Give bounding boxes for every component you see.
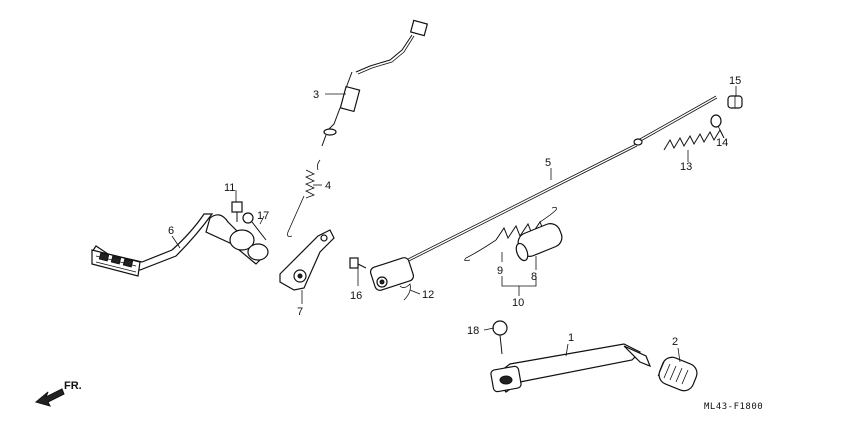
leader-lines bbox=[171, 86, 737, 363]
callout-16: 16 bbox=[350, 290, 362, 302]
diagram-code: ML43-F1800 bbox=[704, 402, 763, 412]
shift-rod bbox=[401, 95, 718, 265]
cotter-clip bbox=[399, 283, 411, 301]
pedal-bracket bbox=[279, 229, 335, 291]
switch-assembly bbox=[321, 19, 429, 147]
callout-2: 2 bbox=[672, 336, 678, 348]
pedal-bolt bbox=[231, 201, 243, 222]
front-direction-label: FR. bbox=[64, 380, 82, 392]
callout-13: 13 bbox=[680, 161, 692, 173]
front-direction-arrow: FR. bbox=[34, 380, 82, 407]
callout-15: 15 bbox=[729, 75, 741, 87]
callout-12: 12 bbox=[422, 289, 434, 301]
callout-1: 1 bbox=[568, 332, 574, 344]
callout-11: 11 bbox=[224, 182, 235, 194]
callout-8: 8 bbox=[531, 271, 537, 283]
pedal-pin bbox=[242, 212, 267, 241]
callout-6: 6 bbox=[168, 225, 174, 237]
return-spring bbox=[287, 159, 321, 237]
rod-spring bbox=[663, 128, 725, 151]
callout-9: 9 bbox=[497, 265, 503, 277]
shift-rubber bbox=[657, 356, 698, 392]
callout-7: 7 bbox=[297, 306, 303, 318]
callout-17: 17 bbox=[257, 210, 269, 222]
lever-bolt bbox=[492, 320, 508, 355]
callout-18: 18 bbox=[467, 325, 479, 337]
callout-14: 14 bbox=[716, 137, 728, 149]
collar bbox=[710, 114, 722, 128]
callout-10: 10 bbox=[512, 297, 524, 309]
joint-nut bbox=[727, 95, 743, 109]
rubber-sleeve bbox=[515, 223, 563, 262]
callout-4: 4 bbox=[325, 180, 331, 192]
callouts: 1 2 3 4 5 6 7 8 9 10 11 12 13 14 15 16 1… bbox=[168, 75, 741, 348]
gearshift-lever bbox=[490, 343, 652, 393]
callout-5: 5 bbox=[545, 157, 551, 169]
rod-end-joint bbox=[349, 257, 415, 291]
callout-3: 3 bbox=[313, 89, 319, 101]
brake-pedal bbox=[91, 213, 269, 277]
